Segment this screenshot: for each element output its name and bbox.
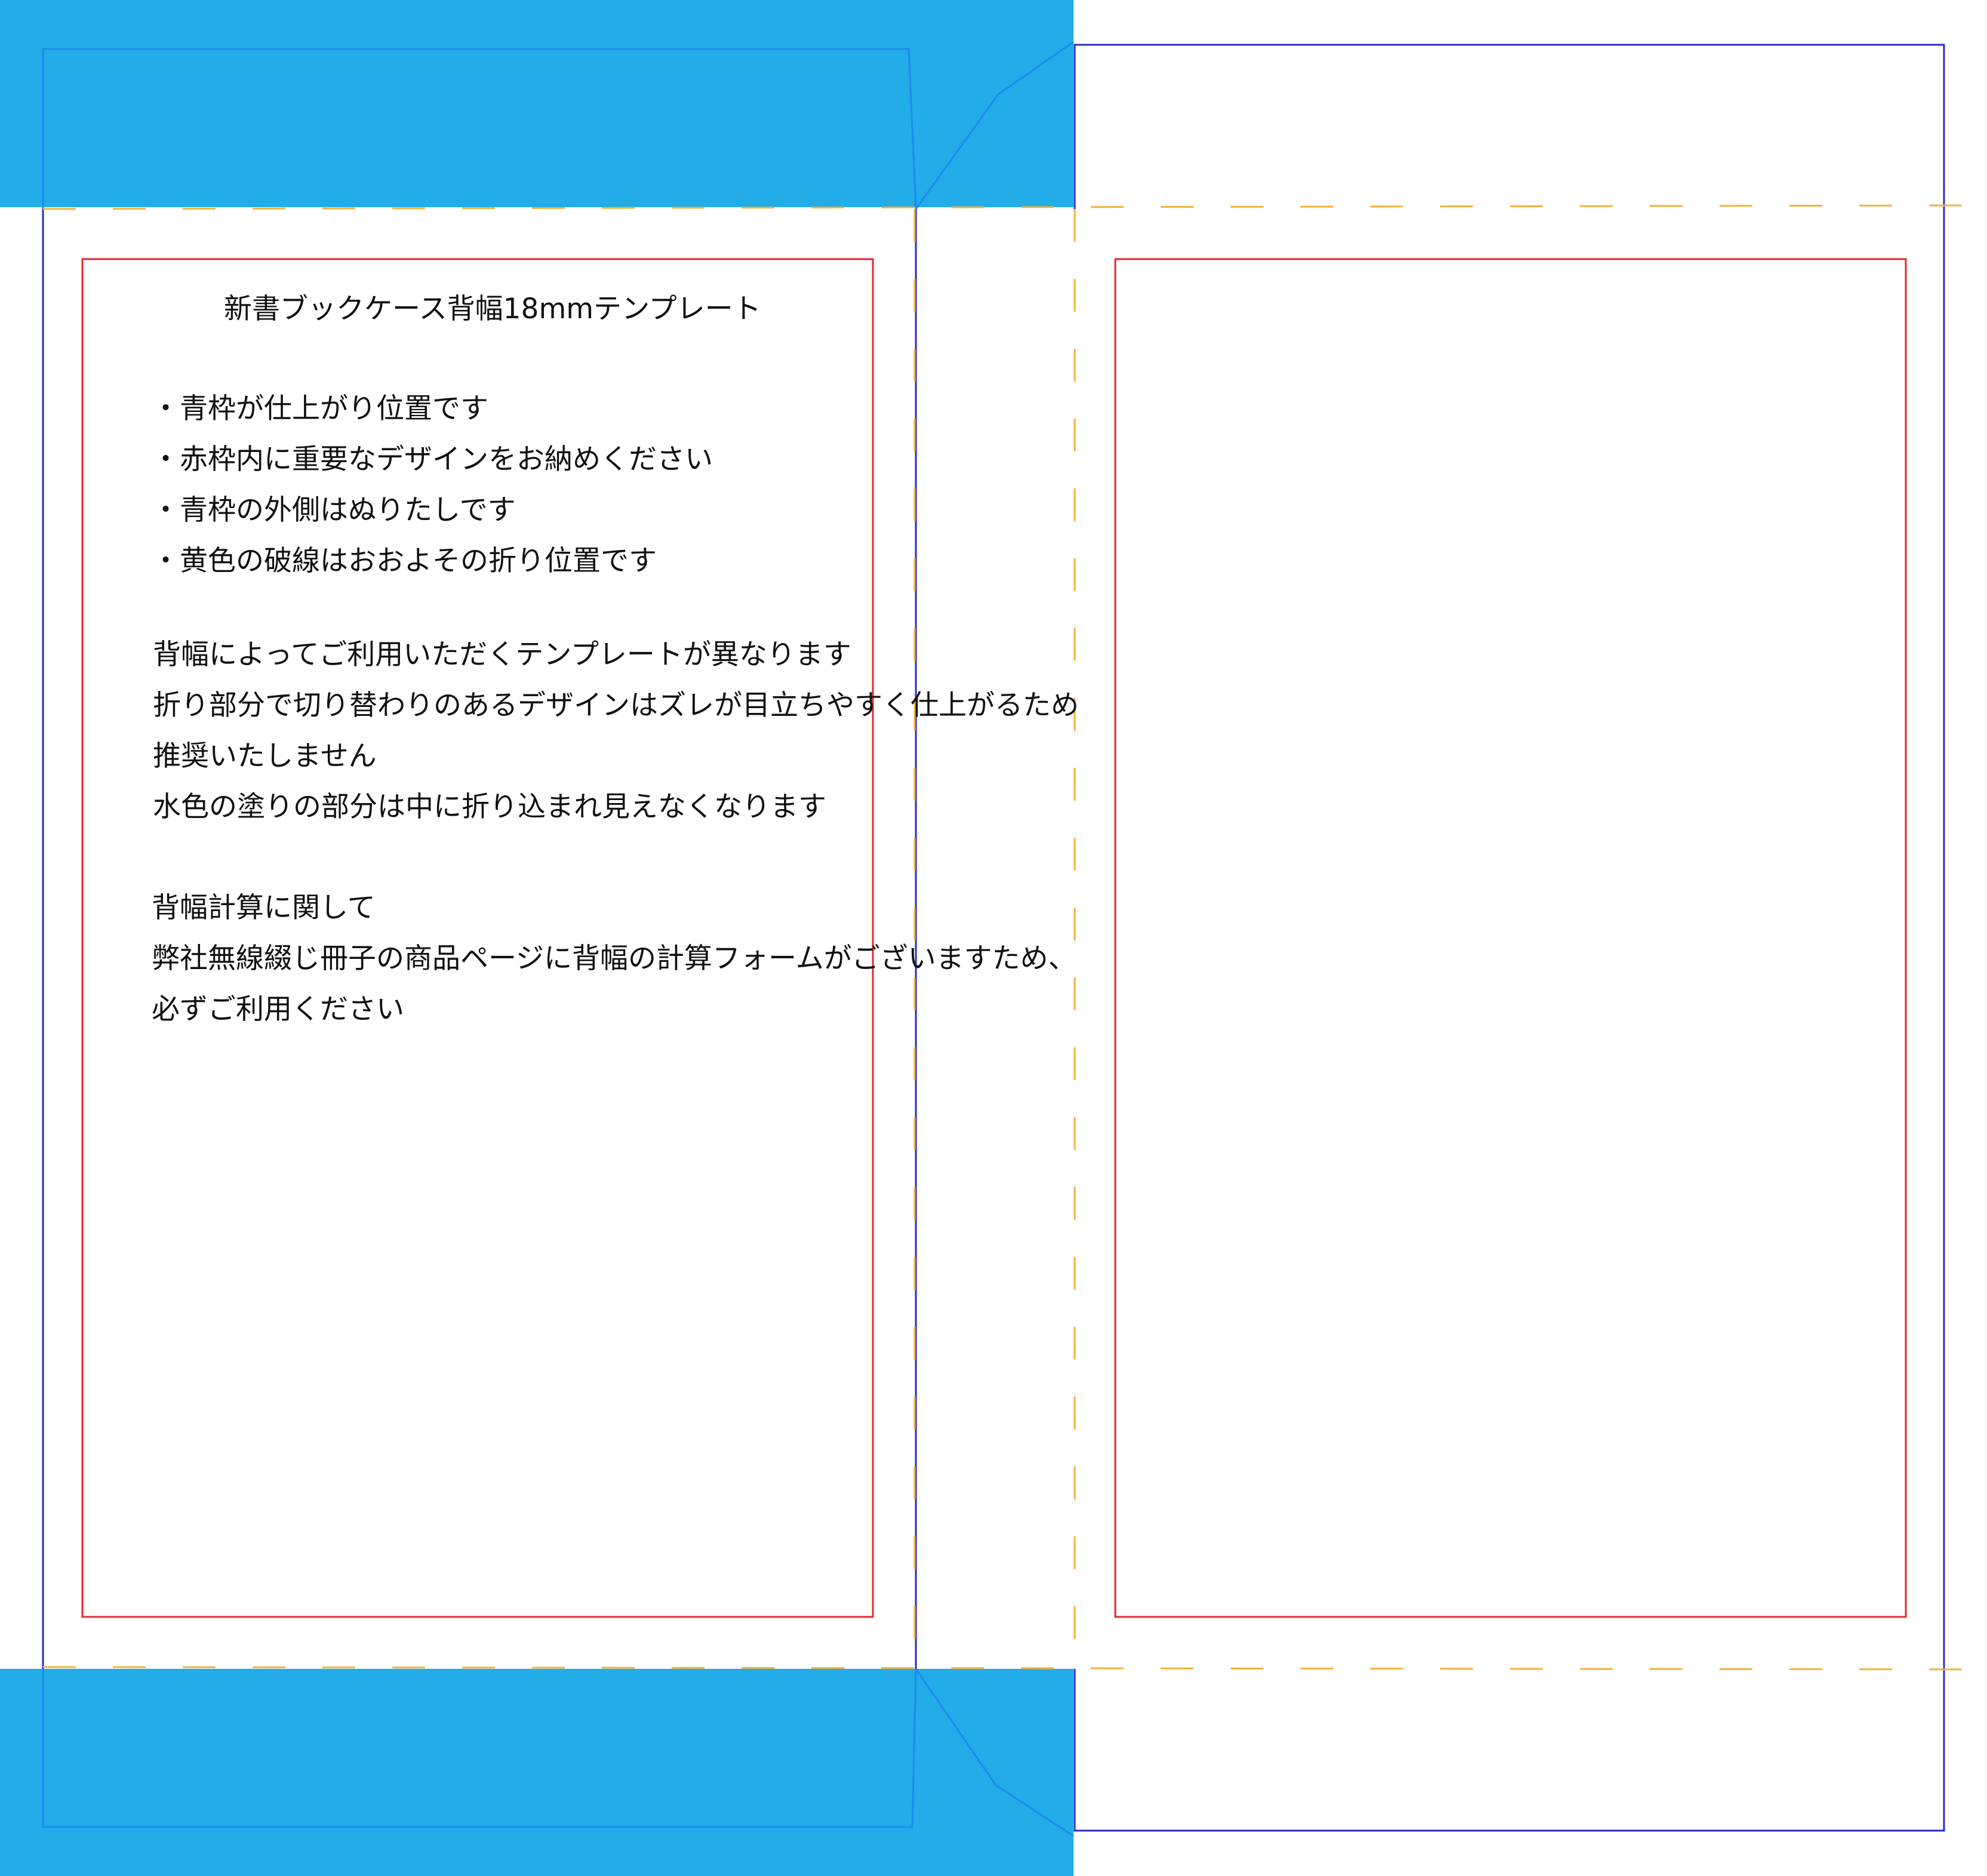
note-item: ・青枠の外側はぬりたしです [152,494,516,527]
safe-area-left [81,258,874,1618]
fold-line-bottom [42,1666,1987,1671]
note-item: ・青枠が仕上がり位置です [152,392,488,425]
fold-in-area-top [0,0,1074,207]
spine-info-line: 背幅によってご利用いただくテンプレートが異なります [153,638,851,671]
spine-info-line: 推奨いたしません [153,740,377,773]
calc-info-line: 必ずご利用ください [152,993,404,1026]
calc-info-line: 弊社無線綴じ冊子の商品ページに背幅の計算フォームがございますため、 [152,942,1076,975]
fold-in-area-bottom [0,1669,1074,1876]
spine-info-line: 折り部分で切り替わりのあるデザインはズレが目立ちやすく仕上がるため [153,689,1079,722]
trim-outline [42,44,1945,1832]
spine-info-line: 水色の塗りの部分は中に折り込まれ見えなくなります [153,791,826,823]
template-title: 新書ブックケース背幅18mmテンプレート [224,293,761,325]
note-item: ・黄色の破線はおおよその折り位置です [152,545,657,577]
fold-lines [42,204,1987,1671]
notes-list: ・青枠が仕上がり位置です ・赤枠内に重要なデザインをお納めください ・青枠の外側… [152,383,713,586]
calc-info: 背幅計算に関して 弊社無線綴じ冊子の商品ページに背幅の計算フォームがございますた… [152,882,1076,1035]
spine-info: 背幅によってご利用いただくテンプレートが異なります 折り部分で切り替わりのあるデ… [153,629,1079,832]
flap-outline-top [42,41,1074,210]
note-item: ・赤枠内に重要なデザインをお納めください [152,443,713,476]
safe-area-right [1114,258,1907,1618]
calc-info-heading: 背幅計算に関して [152,891,376,924]
flap-outline-bottom [42,1668,1074,1837]
fold-line-top [42,204,1987,210]
